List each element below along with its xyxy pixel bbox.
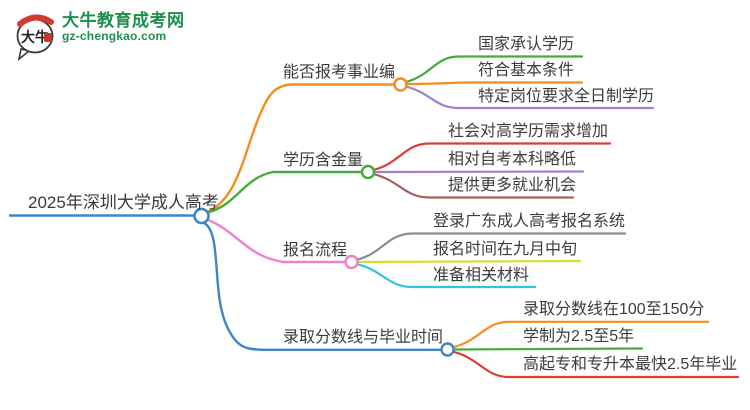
branch2-child1-label[interactable]: 社会对高学历需求增加 [448,123,609,140]
branch4-label[interactable]: 录取分数线与毕业时间 [283,329,444,346]
site-logo[interactable]: 大牛 大牛教育成考网 gz-chengkao.com [14,11,185,61]
daniu-bubble-icon: 大牛 [16,14,54,61]
branch4-child2-label[interactable]: 学制为2.5至5年 [523,328,635,345]
branch3-child3-label[interactable]: 准备相关材料 [433,267,530,284]
connector-lines [8,55,740,379]
branch1-label[interactable]: 能否报考事业编 [283,64,396,81]
branch4-child1-label[interactable]: 录取分数线在100至150分 [523,301,705,318]
logo-title: 大牛教育成考网 [62,11,185,30]
logo-tagline: gz-chengkao.com [62,29,167,43]
branch3-child1-label[interactable]: 登录广东成人高考报名系统 [433,213,626,230]
branch1-child3-label[interactable]: 特定岗位要求全日制学历 [478,88,655,105]
branch2-child2-label[interactable]: 相对自考本科略低 [448,151,577,168]
root-node-label[interactable]: 2025年深圳大学成人高考 [28,193,219,212]
branch3-child2-label[interactable]: 报名时间在九月中旬 [433,241,578,258]
branch1-child2-label[interactable]: 符合基本条件 [478,62,575,79]
root-node-toggle[interactable] [193,207,210,225]
branch2-node-toggle[interactable] [360,164,376,180]
branch4-child3-label[interactable]: 高起专和专升本最快2.5年毕业 [523,356,738,373]
branch1-node-toggle[interactable] [393,77,408,92]
svg-text:大牛: 大牛 [21,29,49,45]
branch2-child3-label[interactable]: 提供更多就业机会 [448,177,577,194]
branch4-node-toggle[interactable] [440,342,455,357]
branch3-node-toggle[interactable] [344,254,359,270]
branch3-label[interactable]: 报名流程 [283,242,348,259]
branch2-label[interactable]: 学历含金量 [283,152,364,169]
branch1-child1-label[interactable]: 国家承认学历 [478,36,575,53]
